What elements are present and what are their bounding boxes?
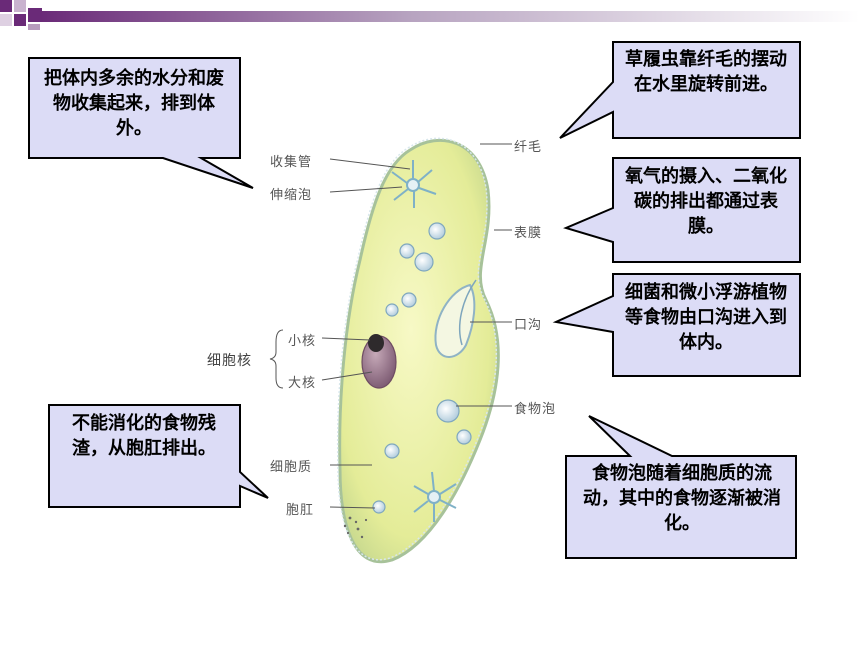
callout-mid-right-1-shape: [563, 157, 801, 263]
contractile-vacuole-bottom: [413, 471, 457, 522]
food-vacuoles: [372, 222, 472, 514]
callout-mid-right-2-text: 细菌和微小浮游植物等食物由口沟进入到体内。: [625, 282, 787, 353]
oral-groove: [434, 279, 477, 358]
label-pellicle: 表膜: [514, 226, 543, 241]
label-macronucleus: 大核: [288, 376, 317, 391]
callout-bottom-right-shape: [565, 415, 797, 559]
callout-top-left-text: 把体内多余的水分和废物收集起来，排到体外。: [44, 68, 224, 139]
label-nucleus-group: 细胞核: [207, 353, 252, 369]
label-micronucleus: 小核: [288, 334, 317, 349]
anal-pore-particles: [343, 516, 368, 539]
callout-bottom-left-text: 不能消化的食物残渣，从胞肛排出。: [72, 413, 216, 459]
callout-mid-right-1-text: 氧气的摄入、二氧化碳的排出都通过表膜。: [625, 166, 787, 237]
label-collecting-duct: 收集管: [270, 155, 313, 170]
callout-bottom-left-shape: [48, 404, 269, 508]
callout-top-right-text: 草履虫靠纤毛的摆动在水里旋转前进。: [625, 49, 787, 95]
label-cilia: 纤毛: [514, 140, 543, 155]
contractile-vacuole-top: [391, 160, 437, 208]
label-anal-pore: 胞肛: [286, 503, 315, 518]
paramecium-body: [336, 137, 500, 564]
label-contractile-vacuole: 伸缩泡: [270, 188, 313, 203]
label-food-vacuole: 食物泡: [514, 402, 557, 417]
callout-mid-right-2-shape: [552, 273, 801, 377]
header-decoration: [0, 0, 860, 30]
callout-top-right-shape: [559, 41, 801, 139]
callout-bottom-right-text: 食物泡随着细胞质的流动，其中的食物逐渐被消化。: [583, 463, 781, 534]
label-leader-lines: [269, 143, 512, 509]
label-cytoplasm: 细胞质: [270, 460, 313, 475]
label-oral-groove: 口沟: [514, 318, 543, 333]
callout-top-left-shape: [28, 57, 254, 189]
micronucleus: [368, 334, 384, 352]
